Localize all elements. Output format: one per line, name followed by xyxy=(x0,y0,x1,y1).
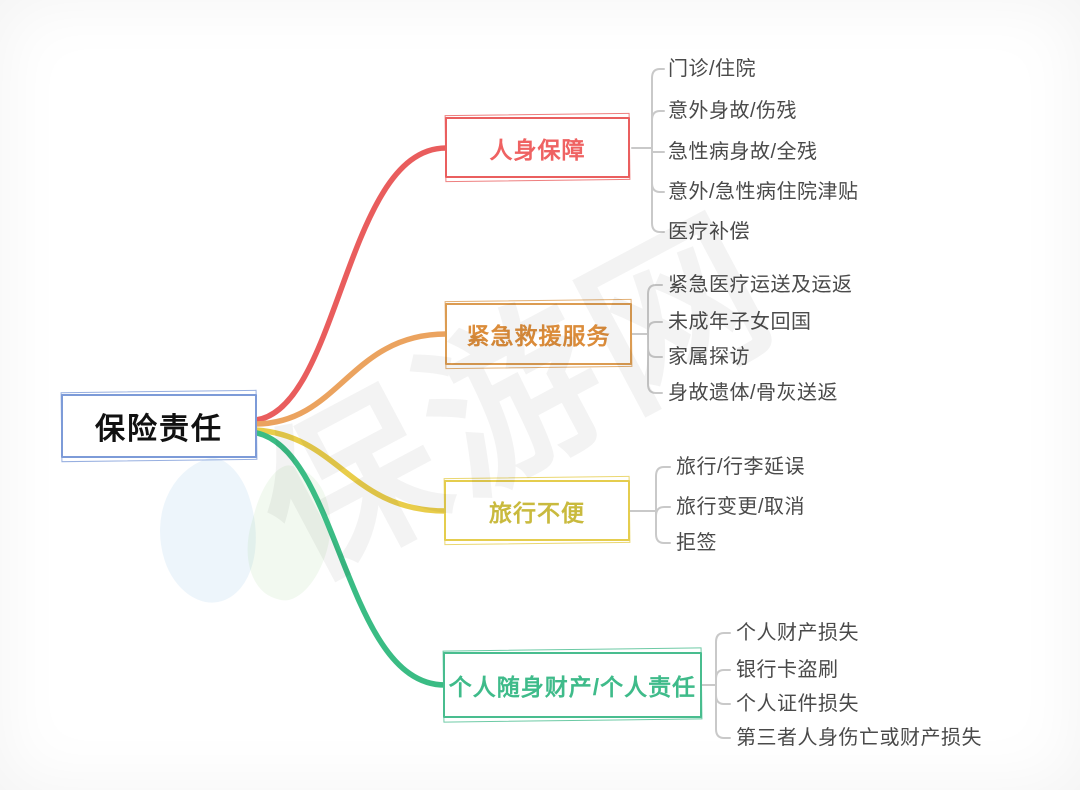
topic-item[interactable]: 个人财产损失 xyxy=(736,622,859,644)
branch-curve-travel-inconvenience xyxy=(253,427,449,514)
topic-item[interactable]: 拒签 xyxy=(676,532,717,554)
topic-item[interactable]: 紧急医疗运送及运返 xyxy=(668,274,853,296)
children-connector-personal-protection xyxy=(631,68,665,233)
topic-item[interactable]: 门诊/住院 xyxy=(668,58,757,80)
children-connector-emergency-rescue xyxy=(631,284,663,394)
topic-item[interactable]: 个人证件损失 xyxy=(736,693,859,715)
children-connector-personal-property xyxy=(701,632,731,739)
branch-curve-personal-protection xyxy=(253,145,449,423)
root-node-label: 保险责任 xyxy=(95,413,223,446)
root-node[interactable]: 保险责任 xyxy=(61,394,257,458)
branch-curve-personal-property xyxy=(254,430,448,688)
topic-item[interactable]: 旅行/行李延误 xyxy=(676,456,806,478)
branch-curve-emergency-rescue xyxy=(253,331,449,427)
topic-item[interactable]: 身故遗体/骨灰送返 xyxy=(668,382,839,404)
children-connector-travel-inconvenience xyxy=(629,466,671,544)
branch-node-travel-inconvenience[interactable]: 旅行不便 xyxy=(444,480,630,541)
branch-node-personal-property[interactable]: 个人随身财产/个人责任 xyxy=(443,652,702,718)
topic-item[interactable]: 意外身故/伤残 xyxy=(668,100,798,122)
topic-item[interactable]: 医疗补偿 xyxy=(668,221,750,243)
branch-node-label: 紧急救援服务 xyxy=(466,323,611,349)
topic-item[interactable]: 未成年子女回国 xyxy=(668,311,812,333)
branch-node-label: 旅行不便 xyxy=(489,499,585,526)
branch-node-personal-protection[interactable]: 人身保障 xyxy=(445,117,630,178)
topic-item[interactable]: 第三者人身伤亡或财产损失 xyxy=(736,727,982,749)
topic-item[interactable]: 意外/急性病住院津贴 xyxy=(668,181,859,203)
branch-node-label: 个人随身财产/个人责任 xyxy=(448,674,697,700)
branch-node-emergency-rescue[interactable]: 紧急救援服务 xyxy=(445,303,632,365)
topic-item[interactable]: 旅行变更/取消 xyxy=(676,496,806,518)
topic-item[interactable]: 家属探访 xyxy=(668,346,750,368)
branch-node-label: 人身保障 xyxy=(489,136,586,163)
topic-item[interactable]: 银行卡盗刷 xyxy=(736,659,839,681)
topic-item[interactable]: 急性病身故/全残 xyxy=(668,141,818,163)
